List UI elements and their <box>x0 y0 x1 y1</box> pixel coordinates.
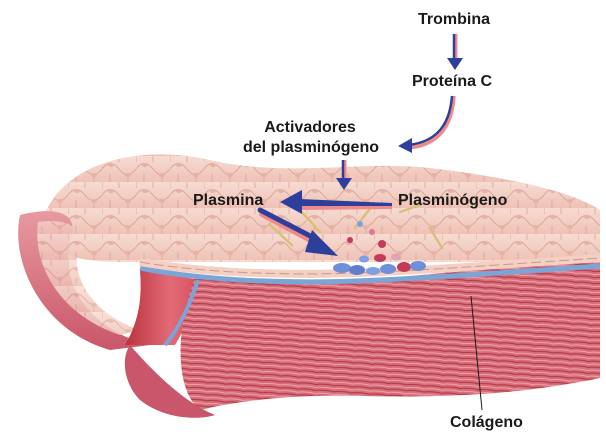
muscle-layer <box>181 262 600 410</box>
label-activadores-line2: del plasminógeno <box>222 138 400 157</box>
label-plasmina: Plasmina <box>193 191 263 210</box>
label-trombina: Trombina <box>418 10 490 29</box>
label-proteina-c: Proteína C <box>412 72 492 91</box>
label-activadores-line1: Activadores <box>228 118 392 137</box>
label-colageno: Colágeno <box>450 413 523 432</box>
arrow-trombina-proteina <box>447 34 463 70</box>
arrow-proteina-activadores <box>398 96 454 153</box>
label-plasminogeno: Plasminógeno <box>398 191 507 210</box>
